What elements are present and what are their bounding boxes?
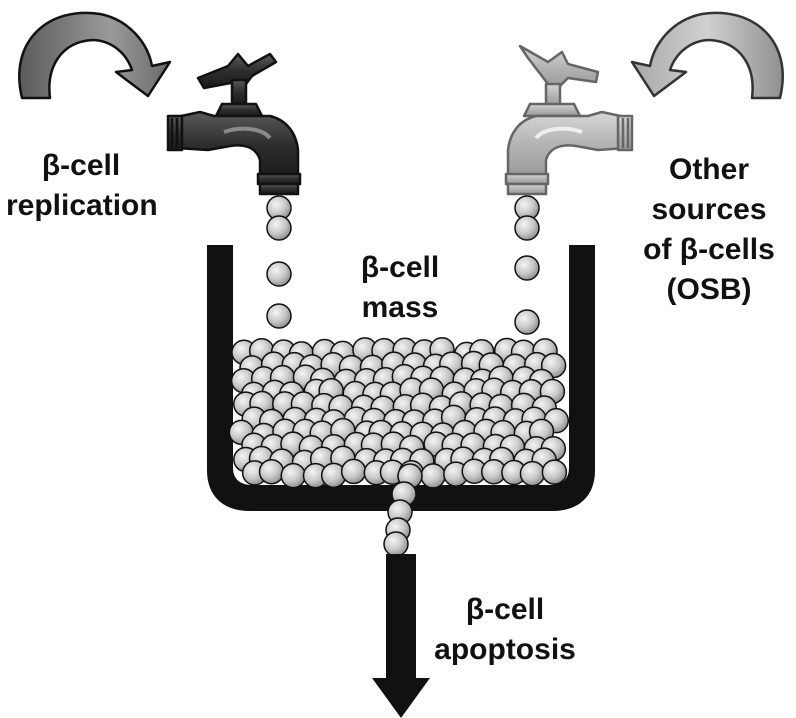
mass-label-line1: β-cell	[360, 251, 440, 284]
replication-faucet-icon	[166, 52, 302, 196]
apoptosis-label-line1: β-cell	[465, 593, 545, 626]
osb-faucet-icon	[504, 44, 634, 196]
apoptosis-down-arrow-icon	[372, 554, 430, 718]
falling-cell	[266, 261, 292, 287]
pile-cell	[258, 458, 285, 485]
replication-label: β-cell replication	[6, 146, 158, 226]
pile-cell	[280, 462, 307, 489]
draining-cell	[383, 531, 409, 557]
falling-cell	[514, 215, 540, 241]
apoptosis-label-line2: apoptosis	[434, 633, 576, 666]
mass-label: β-cell mass	[330, 248, 470, 328]
replication-label-line1: β-cell	[41, 149, 121, 182]
osb-label-line1: Other	[668, 153, 749, 186]
pile-cell	[541, 459, 568, 485]
replication-curved-arrow-icon	[18, 11, 172, 100]
pile-cell	[340, 458, 367, 485]
pile-cell	[519, 460, 546, 487]
falling-cell	[514, 309, 540, 335]
osb-label-line4: (OSB)	[666, 273, 752, 306]
falling-cell	[514, 255, 540, 281]
osb-label-line2: sources	[651, 193, 767, 226]
falling-cell	[266, 215, 292, 241]
osb-curved-arrow-icon	[630, 11, 784, 100]
beta-cell-balls	[228, 195, 570, 557]
replication-label-line2: replication	[6, 189, 158, 222]
osb-label-line3: of β-cells	[643, 233, 775, 266]
falling-cell	[266, 303, 292, 329]
pile-cell	[420, 463, 446, 489]
apoptosis-label: β-cell apoptosis	[420, 590, 590, 670]
beta-cell-container	[207, 245, 595, 511]
osb-label: Other sources of β-cells (OSB)	[634, 150, 784, 310]
mass-label-line2: mass	[361, 291, 439, 324]
